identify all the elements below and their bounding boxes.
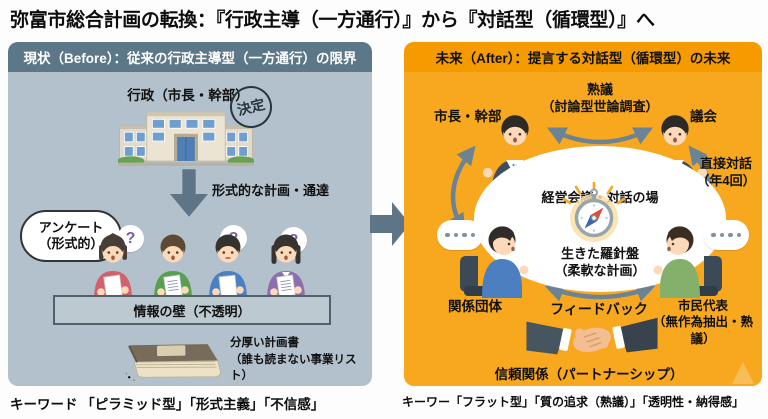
info-wall-label: 情報の壁（不透明） (133, 303, 251, 319)
citizen-rep-illustration (653, 226, 722, 298)
city-hall-icon (118, 111, 254, 166)
book-label: 分厚い計画書 （誰も読まない事業リスト） (230, 337, 357, 383)
speech-dots-bubble (702, 220, 749, 250)
citizen-illustration (209, 234, 247, 300)
thick-book-icon (125, 344, 221, 382)
corner-fold-decoration (732, 362, 754, 384)
handshake-icon (526, 317, 658, 355)
before-panel-header: 現状（Before）：従来の行政主導型（一方通行）の限界 (8, 42, 372, 72)
dot (719, 232, 724, 238)
trust-label: 信頼関係（パートナーシップ） (494, 367, 684, 382)
admin-label: 行政（市長・幹部） (127, 88, 249, 103)
page-title: 弥富市総合計画の転換：『行政主導（一方通行）』から『対話型（循環型）』へ (10, 10, 655, 31)
compass-label: 生きた羅針盤 （柔軟な計画） (554, 246, 646, 278)
after-panel-header: 未来（After）：提言する対話型（循環型）の未来 (404, 42, 762, 72)
feedback-label: フィードバック (550, 301, 648, 317)
after-keywords: キーワー「フラット型」「質の追求（熟議）」「透明性・納得感」 (402, 395, 745, 409)
citizen-illustration (94, 233, 132, 300)
info-wall: 情報の壁（不透明） (53, 295, 331, 325)
down-arrow-icon (170, 169, 208, 217)
dot (453, 232, 458, 238)
citizen-illustration (267, 234, 305, 300)
council-label: 議会 (690, 109, 717, 124)
dot (462, 232, 467, 238)
after-panel: 未来（After）：提言する対話型（循環型）の未来 (404, 42, 762, 386)
before-keywords: キーワード 「ピラミッド型」「形式主義」「不信感」 (10, 397, 325, 412)
survey-bubble-text: アンケート （形式的） (38, 219, 104, 251)
dot (470, 232, 475, 238)
dot (728, 232, 733, 238)
speech-dots-bubble (437, 220, 484, 250)
mayor-label: 市長・幹部 (434, 109, 502, 124)
compass-icon (562, 182, 626, 242)
formal-plan-label: 形式的な計画・通達 (212, 183, 330, 198)
stakeholder-illustration (460, 226, 529, 298)
orgs-label: 関係団体 (448, 299, 502, 314)
deliberation-label: 熟議 （討論型世論調査） (541, 82, 659, 114)
citizens-label: 市民代表 （無作為抽出・熟議） (652, 299, 753, 346)
transition-arrow-icon (370, 202, 410, 246)
citizen-illustration (154, 234, 192, 300)
dot (445, 232, 450, 238)
before-panel: 現状（Before）：従来の行政主導型（一方通行）の限界 行政（市長・幹部） (8, 42, 372, 386)
dot (736, 232, 741, 238)
dot (711, 232, 716, 238)
question-mark-text: ? (125, 229, 136, 247)
decision-stamp-text: 決定 (235, 95, 267, 119)
direct-dialogue-label: 直接対話 （年4回） (696, 156, 756, 188)
